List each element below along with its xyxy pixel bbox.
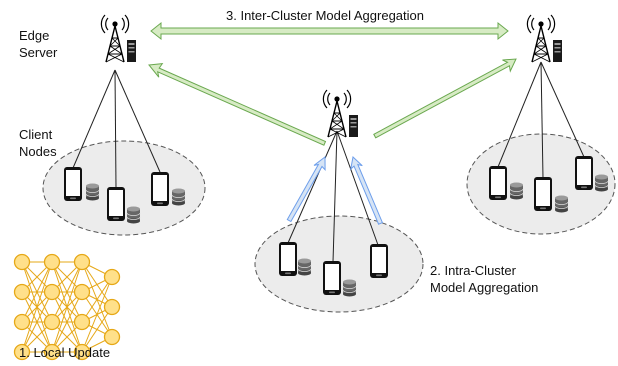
intra-cluster-arrow-right (349, 156, 384, 225)
network-neuron (43, 343, 61, 361)
database-icon (85, 183, 100, 201)
smartphone-icon (151, 172, 169, 206)
smartphone-icon (279, 242, 297, 276)
network-edge (81, 276, 113, 323)
smartphone-icon (575, 156, 593, 190)
database-icon (342, 279, 357, 297)
network-edge (81, 306, 113, 353)
network-edge (21, 261, 53, 323)
network-neuron (103, 298, 121, 316)
network-neuron (43, 313, 61, 331)
client-nodes-label-line2: Nodes (19, 144, 57, 159)
radio-tower-icon (526, 14, 563, 63)
network-neuron (103, 328, 121, 346)
network-neuron (13, 343, 31, 361)
neural-network-icon (13, 253, 121, 361)
network-edge (51, 291, 83, 353)
database-icon (594, 174, 609, 192)
tower-links (72, 61, 585, 263)
database-icon (297, 258, 312, 276)
smartphone-icon (370, 244, 388, 278)
network-neuron (13, 283, 31, 301)
network-neuron (73, 313, 91, 331)
smartphone-icon (489, 166, 507, 200)
radio-tower-icon (100, 14, 137, 63)
inter-cluster-arrow-left (148, 62, 327, 146)
network-neuron (43, 253, 61, 271)
network-edge (51, 261, 83, 353)
smartphone-icon (107, 187, 125, 221)
smartphone-icon (534, 177, 552, 211)
smartphone-icon (64, 167, 82, 201)
inter-cluster-label: 3. Inter-Cluster Model Aggregation (226, 8, 424, 23)
client-nodes-label-line1: Client (19, 127, 53, 142)
intra-cluster-label-line2: Model Aggregation (430, 280, 538, 295)
intra-cluster-arrow-left (286, 155, 326, 223)
network-neuron (13, 313, 31, 331)
local-update-label: 1. Local Update (19, 345, 110, 360)
radio-tower-icon (322, 89, 359, 138)
network-edge (51, 261, 83, 323)
edge-server-label-line1: Edge (19, 28, 49, 43)
network-edge (21, 291, 53, 353)
network-neuron (73, 253, 91, 271)
database-icon (126, 206, 141, 224)
database-icon (509, 182, 524, 200)
network-neuron (13, 253, 31, 271)
inter-cluster-arrow-top (150, 21, 509, 41)
network-neuron (73, 283, 91, 301)
network-edge (81, 276, 113, 353)
network-edge (21, 261, 53, 353)
network-neuron (43, 283, 61, 301)
intra-cluster-label-line1: 2. Intra-Cluster (430, 263, 517, 278)
network-neuron (73, 343, 91, 361)
inter-cluster-arrow-right (373, 58, 517, 139)
edge-server-label-line2: Server (19, 45, 58, 60)
database-icon (171, 188, 186, 206)
network-neuron (103, 268, 121, 286)
smartphone-icon (323, 261, 341, 295)
database-icon (554, 195, 569, 213)
